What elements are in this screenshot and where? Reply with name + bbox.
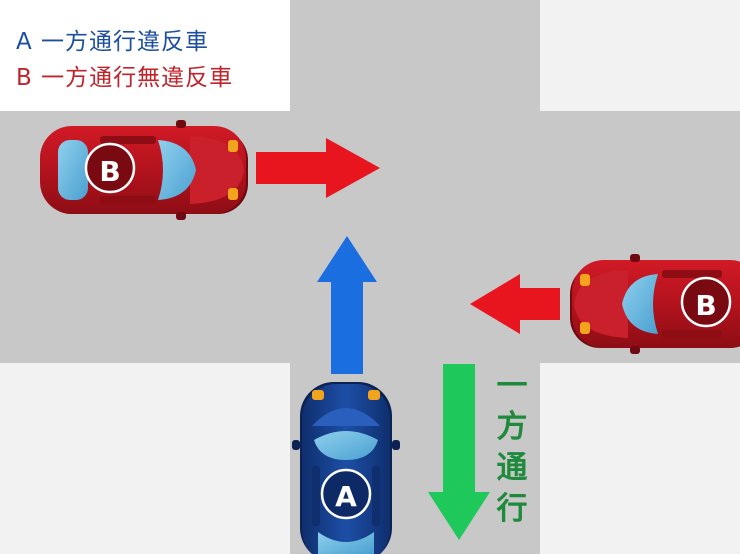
car-b-right-label: B [695,289,716,322]
arrow-down-icon [428,364,490,540]
car-a-label: A [335,480,357,513]
car-b-right-badge [680,276,732,328]
car-icon [40,120,248,220]
car-b-right [570,254,740,354]
oneway-char: 方 [496,409,528,445]
legend-item-b: B 一方通行無違反車 [16,65,234,91]
car-b-top-label: B [99,155,120,188]
oneway-char: 行 [496,491,528,527]
arrow-right-icon [256,138,380,198]
arrow-up-icon [317,236,377,374]
car-b-top [40,120,248,220]
car-a [292,382,400,554]
car-icon [292,382,400,554]
legend: A 一方通行違反車 B 一方通行無違反車 [16,24,233,96]
oneway-char: 通 [496,450,528,486]
oneway-label: 一 方 通 行 [492,366,532,530]
car-a-badge [320,468,372,520]
car-b-top-badge [84,142,136,194]
legend-box [0,0,290,111]
oneway-char: 一 [496,368,528,404]
arrow-left-icon [470,274,560,334]
legend-item-a: A 一方通行違反車 [16,29,210,55]
